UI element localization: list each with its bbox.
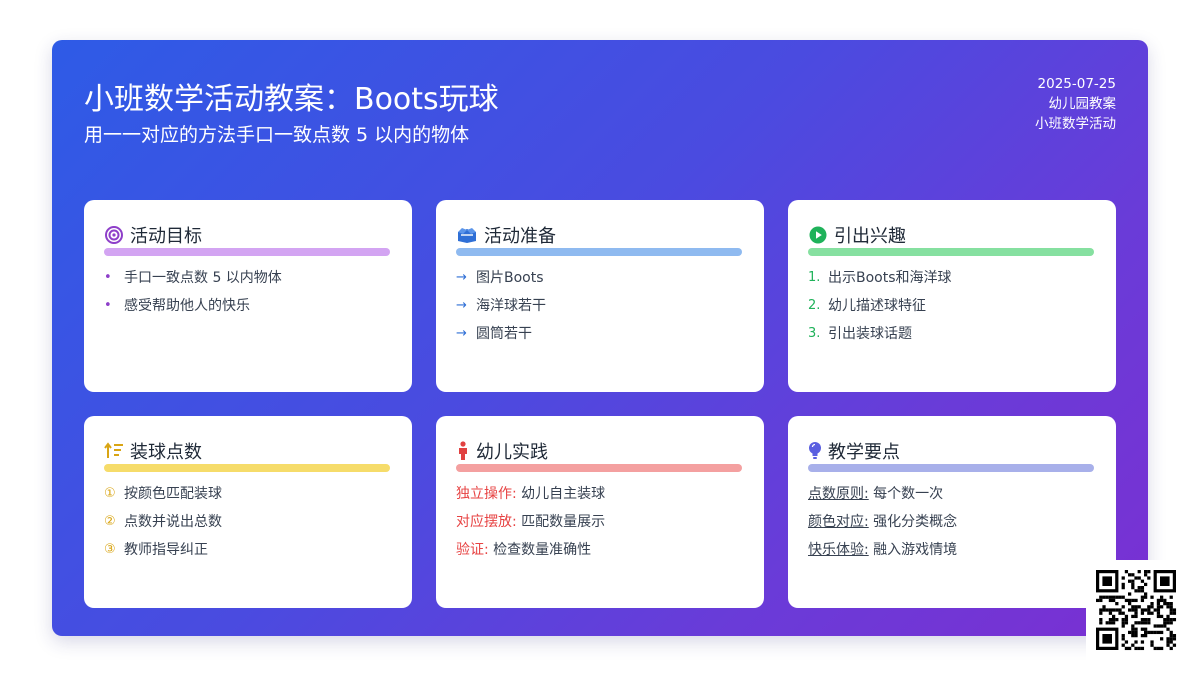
card-points-list: 点数原则: 每个数一次 颜色对应: 强化分类概念 快乐体验: 融入游戏情境: [808, 483, 1096, 567]
card-goals-header: 活动目标: [104, 222, 392, 248]
card-prep-bar: [456, 248, 742, 256]
card-prep-title: 活动准备: [484, 226, 556, 247]
list-item: →海洋球若干: [456, 298, 546, 314]
meta-subject: 小班数学活动: [1035, 116, 1116, 132]
list-item: 点数原则: 每个数一次: [808, 486, 944, 502]
child-icon: [456, 441, 470, 461]
card-points-header: 教学要点: [808, 438, 1096, 464]
list-item: 独立操作: 幼儿自主装球: [456, 486, 606, 502]
list-item: 2.幼儿描述球特征: [808, 298, 926, 314]
list-item: →圆筒若干: [456, 326, 532, 342]
card-intro-bar: [808, 248, 1094, 256]
card-intro-title: 引出兴趣: [834, 226, 906, 247]
target-icon: [104, 225, 124, 245]
card-prep-header: 活动准备: [456, 222, 744, 248]
list-item: 对应摆放: 匹配数量展示: [456, 514, 606, 530]
qr-code: [1086, 560, 1186, 660]
qr-code-icon: [1096, 570, 1177, 651]
card-practice-bar: [456, 464, 742, 472]
box-icon: [456, 225, 478, 245]
card-goals-bar: [104, 248, 390, 256]
card-intro-list: 1.出示Boots和海洋球 2.幼儿描述球特征 3.引出装球话题: [808, 267, 1096, 351]
card-goals-list: •手口一致点数 5 以内物体 •感受帮助他人的快乐: [104, 267, 392, 323]
play-icon: [808, 225, 828, 245]
card-practice-header: 幼儿实践: [456, 438, 744, 464]
meta-category: 幼儿园教案: [1048, 96, 1117, 112]
card-goals-title: 活动目标: [130, 226, 202, 247]
card-points-bar: [808, 464, 1094, 472]
card-points-title: 教学要点: [828, 442, 900, 463]
card-practice: 幼儿实践 独立操作: 幼儿自主装球 对应摆放: 匹配数量展示 验证: 检查数量准…: [436, 416, 764, 608]
list-item: 1.出示Boots和海洋球: [808, 270, 952, 286]
card-count-bar: [104, 464, 390, 472]
list-item: 3.引出装球话题: [808, 326, 912, 342]
page-title: 小班数学活动教案：Boots玩球: [84, 82, 499, 117]
page-subtitle: 用一一对应的方法手口一致点数 5 以内的物体: [84, 124, 470, 146]
lesson-slide: 小班数学活动教案：Boots玩球 用一一对应的方法手口一致点数 5 以内的物体 …: [52, 40, 1148, 636]
lightbulb-icon: [808, 441, 822, 461]
card-practice-list: 独立操作: 幼儿自主装球 对应摆放: 匹配数量展示 验证: 检查数量准确性: [456, 483, 744, 567]
meta-date: 2025-07-25: [1037, 76, 1116, 92]
sort-icon: [104, 441, 124, 461]
list-item: 颜色对应: 强化分类概念: [808, 514, 958, 530]
list-item: •感受帮助他人的快乐: [104, 298, 250, 314]
card-prep-list: →图片Boots →海洋球若干 →圆筒若干: [456, 267, 744, 351]
list-item: 快乐体验: 融入游戏情境: [808, 542, 958, 558]
card-intro-header: 引出兴趣: [808, 222, 1096, 248]
card-count-header: 装球点数: [104, 438, 392, 464]
card-practice-title: 幼儿实践: [476, 442, 548, 463]
card-points: 教学要点 点数原则: 每个数一次 颜色对应: 强化分类概念 快乐体验: 融入游戏…: [788, 416, 1116, 608]
list-item: →图片Boots: [456, 270, 544, 286]
card-count-title: 装球点数: [130, 442, 202, 463]
meta-info: 2025-07-25 幼儿园教案 小班数学活动: [1035, 74, 1116, 134]
card-prep: 活动准备 →图片Boots →海洋球若干 →圆筒若干: [436, 200, 764, 392]
list-item: 验证: 检查数量准确性: [456, 542, 592, 558]
card-goals: 活动目标 •手口一致点数 5 以内物体 •感受帮助他人的快乐: [84, 200, 412, 392]
list-item: •手口一致点数 5 以内物体: [104, 270, 282, 286]
card-intro: 引出兴趣 1.出示Boots和海洋球 2.幼儿描述球特征 3.引出装球话题: [788, 200, 1116, 392]
